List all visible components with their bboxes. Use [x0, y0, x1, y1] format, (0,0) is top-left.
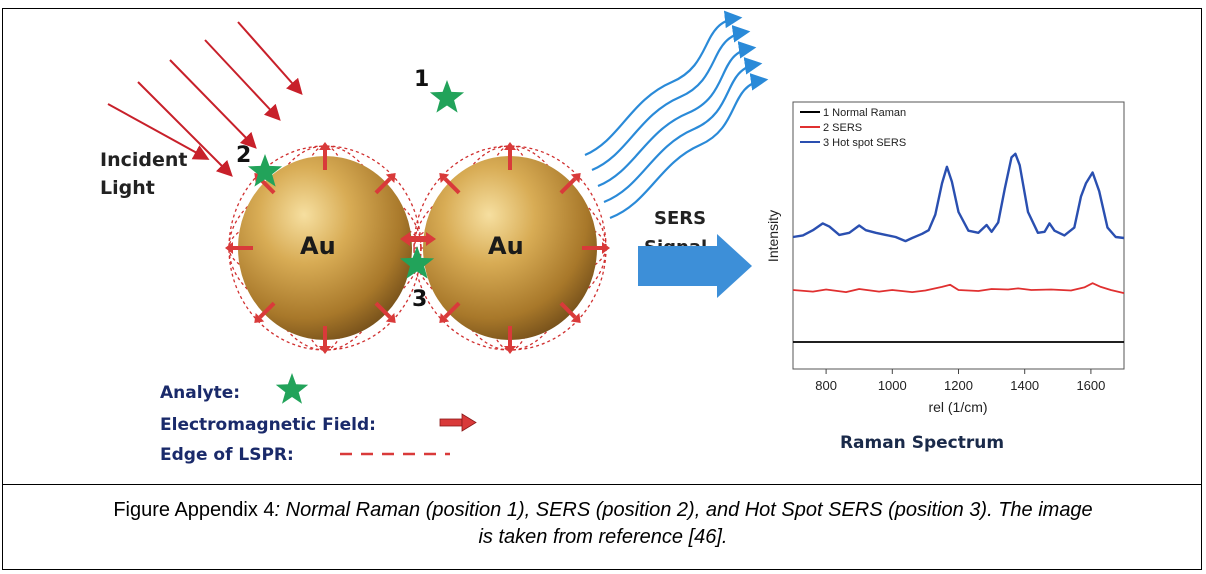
position-label-1: 1 [414, 67, 429, 92]
x-tick-label: 1200 [944, 378, 973, 393]
field-arrow [254, 301, 276, 323]
chart-x-label: rel (1/cm) [928, 399, 987, 415]
legend-analyte-star [275, 373, 309, 404]
gold-nanoparticle-right [423, 156, 597, 340]
legend-edge-label: Edge of LSPR: [160, 445, 294, 465]
caption-line1: : Normal Raman (position 1), SERS (posit… [274, 499, 1093, 521]
figure-caption: Figure Appendix 4: Normal Raman (positio… [10, 497, 1196, 551]
light-arrow [137, 81, 233, 177]
light-arrow [204, 39, 281, 121]
x-tick-label: 1400 [1010, 378, 1039, 393]
legend-entry: 3 Hot spot SERS [823, 137, 906, 149]
field-arrow [374, 301, 396, 323]
chart-y-label: Intensity [765, 210, 781, 262]
x-tick-label: 1000 [878, 378, 907, 393]
field-arrow [319, 326, 331, 354]
legend-field-label: Electromagnetic Field: [160, 415, 376, 435]
chart-title: Raman Spectrum [840, 433, 1004, 453]
analyte-star-2 [247, 154, 283, 187]
analyte-star-1 [429, 80, 465, 113]
x-tick-label: 800 [815, 378, 837, 393]
chart-plot-area [792, 101, 1125, 370]
hotspot-field-arrow [400, 232, 436, 246]
field-arrow [559, 301, 581, 323]
incident-light-arrows [107, 21, 303, 177]
analyte-star-3 [399, 246, 435, 279]
legend-entry: 1 Normal Raman [823, 107, 906, 119]
field-arrow [225, 242, 253, 254]
raman-chart: 1 Normal Raman 2 SERS 3 Hot spot SERS 800 1… [765, 101, 1125, 453]
field-arrow [559, 173, 581, 195]
field-arrow [504, 142, 516, 170]
gold-nanoparticle-left [238, 156, 412, 340]
particle-label-left: Au [300, 232, 336, 260]
legend-entry: 2 SERS [823, 122, 862, 134]
caption-line2: is taken from reference [46]. [478, 526, 728, 548]
chart-x-ticks: 800 1000 1200 1400 1600 [815, 369, 1105, 393]
light-arrow [107, 103, 210, 160]
series-line-2 [792, 282, 1125, 294]
position-label-2: 2 [236, 143, 251, 168]
field-arrows [225, 142, 610, 354]
field-arrow [374, 173, 396, 195]
caption-prefix: Figure Appendix 4 [113, 499, 275, 521]
sers-signal-arrow [638, 234, 752, 298]
position-label-3: 3 [412, 287, 427, 312]
chart-legend: 1 Normal Raman 2 SERS 3 Hot spot SERS [800, 107, 906, 149]
x-tick-label: 1600 [1076, 378, 1105, 393]
caption-divider [2, 484, 1202, 485]
incident-light-label-line2: Light [100, 177, 155, 199]
sers-signal-label-line1: SERS [654, 208, 706, 229]
field-arrow [319, 142, 331, 170]
field-arrow [439, 301, 461, 323]
field-arrow [439, 173, 461, 195]
particle-label-right: Au [488, 232, 524, 260]
light-arrow [169, 59, 257, 149]
sers-scattered-waves [584, 10, 769, 220]
legend-analyte-label: Analyte: [160, 383, 240, 403]
diagram-canvas: Incident Light Au Au [100, 10, 1125, 465]
series-line-3 [792, 152, 1125, 243]
light-arrow [237, 21, 303, 95]
field-arrow [582, 242, 610, 254]
chart-series [792, 152, 1125, 343]
legend-field-arrow [439, 413, 477, 432]
field-arrow [504, 326, 516, 354]
figure-box [2, 8, 1202, 570]
incident-light-label-line1: Incident [100, 149, 187, 171]
